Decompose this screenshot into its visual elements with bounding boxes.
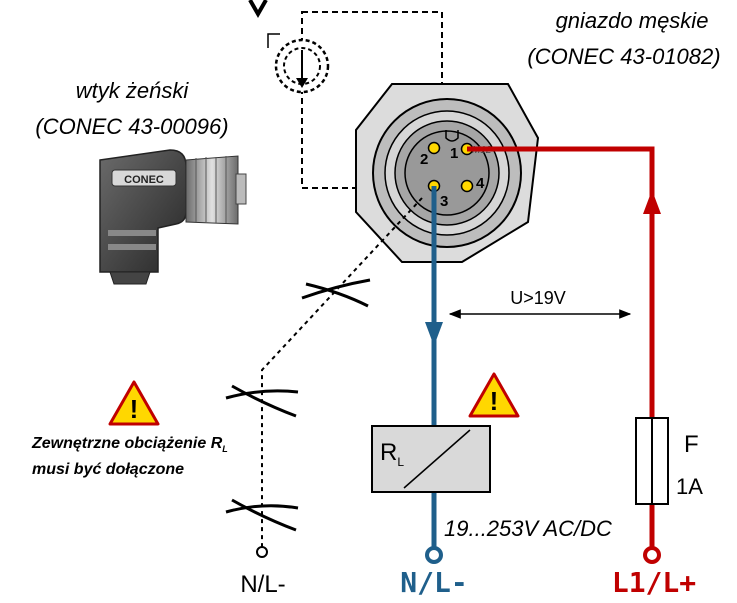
fuse (635, 417, 669, 505)
cropped-heading-fragment (248, 0, 268, 19)
warning-triangle-icon: ! (108, 380, 160, 426)
pin-2-label: 2 (420, 151, 428, 168)
voltage-threshold-label: U>19V (510, 288, 566, 308)
m12-socket: M12 1 2 3 4 (355, 83, 540, 263)
external-load-dashed-wire (261, 197, 423, 548)
live-wire (467, 146, 661, 564)
warning-text-line2: musi być dołączone (32, 461, 184, 478)
plug-caption-line2: (CONEC 43-00096) (35, 114, 228, 139)
pin-2 (427, 141, 441, 155)
pin-4 (460, 179, 474, 193)
terminal-right-label: L1/L+ (612, 566, 696, 599)
terminal-left-circle (256, 546, 268, 558)
cut-marks (225, 278, 371, 532)
pin-3-label: 3 (440, 193, 448, 210)
pin-4-label: 4 (476, 175, 485, 192)
fuse-label: F (684, 431, 699, 458)
warning-text-line1: Zewnętrzne obciążenie RL (31, 435, 228, 454)
connector-plug-icon: CONEC (99, 149, 247, 285)
load-resistor: RL (371, 425, 491, 493)
warning-triangle-icon: ! (468, 372, 520, 418)
neutral-wire (425, 186, 443, 564)
svg-text:!: ! (490, 386, 499, 416)
terminal-left-label: N/L- (240, 571, 285, 598)
plug-brand-label: CONEC (124, 174, 164, 186)
sensor-switch-icon (267, 11, 443, 189)
fuse-rating-label: 1A (676, 474, 703, 499)
terminal-mid-label: N/L- (400, 566, 467, 599)
pin-1-label: 1 (450, 145, 458, 162)
svg-text:!: ! (130, 394, 139, 424)
plug-caption-line1: wtyk żeński (76, 78, 190, 103)
supply-voltage-label: 19...253V AC/DC (444, 516, 612, 541)
socket-caption-line1: gniazdo męskie (556, 8, 709, 33)
load-label: RL (380, 439, 404, 469)
socket-caption-line2: (CONEC 43-01082) (527, 44, 720, 69)
